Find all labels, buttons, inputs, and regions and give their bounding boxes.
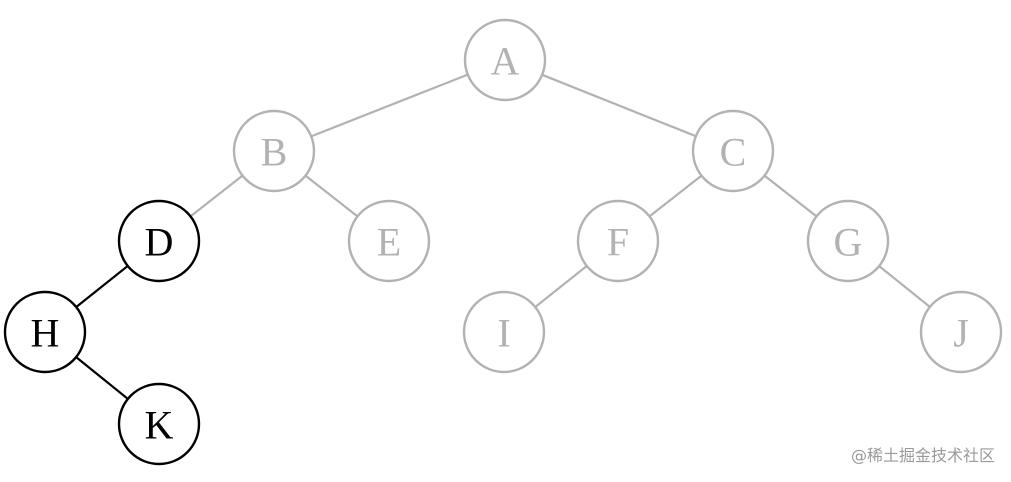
node-circle-j (919, 290, 1003, 374)
node-c: C (691, 109, 775, 193)
edge-b-d (189, 174, 244, 218)
edge-b-e (304, 174, 359, 218)
edge-a-b (310, 73, 469, 138)
node-circle-h (3, 290, 87, 374)
node-d: D (117, 199, 201, 283)
edge-g-j (878, 265, 931, 308)
node-a: A (463, 18, 547, 102)
node-circle-a (463, 18, 547, 102)
node-f: F (576, 199, 660, 283)
node-j: J (919, 290, 1003, 374)
node-circle-c (691, 109, 775, 193)
watermark-text: @稀土掘金技术社区 (850, 446, 995, 465)
edge-f-i (534, 265, 588, 308)
node-circle-k (117, 382, 201, 466)
edge-h-k (75, 356, 129, 400)
node-circle-e (347, 199, 431, 283)
node-e: E (347, 199, 431, 283)
node-label-b: B (261, 130, 288, 175)
edge-c-g (763, 174, 818, 218)
node-label-k: K (145, 403, 174, 448)
node-label-c: C (720, 130, 747, 175)
node-h: H (3, 290, 87, 374)
tree-edges (75, 73, 931, 400)
node-label-i: I (497, 311, 510, 356)
node-circle-d (117, 199, 201, 283)
node-g: G (806, 199, 890, 283)
node-i: I (462, 290, 546, 374)
edge-d-h (75, 265, 129, 308)
node-k: K (117, 382, 201, 466)
tree-nodes: A B C D E F G H I J K (3, 18, 1003, 466)
node-circle-b (232, 109, 316, 193)
node-label-h: H (31, 311, 60, 356)
node-label-f: F (607, 220, 629, 265)
node-circle-g (806, 199, 890, 283)
node-label-e: E (377, 220, 401, 265)
node-label-g: G (834, 220, 863, 265)
node-label-j: J (953, 311, 969, 356)
node-label-d: D (145, 220, 174, 265)
node-circle-i (462, 290, 546, 374)
node-circle-f (576, 199, 660, 283)
edge-a-c (541, 73, 697, 138)
edge-c-f (648, 174, 703, 218)
node-label-a: A (491, 39, 520, 84)
node-b: B (232, 109, 316, 193)
